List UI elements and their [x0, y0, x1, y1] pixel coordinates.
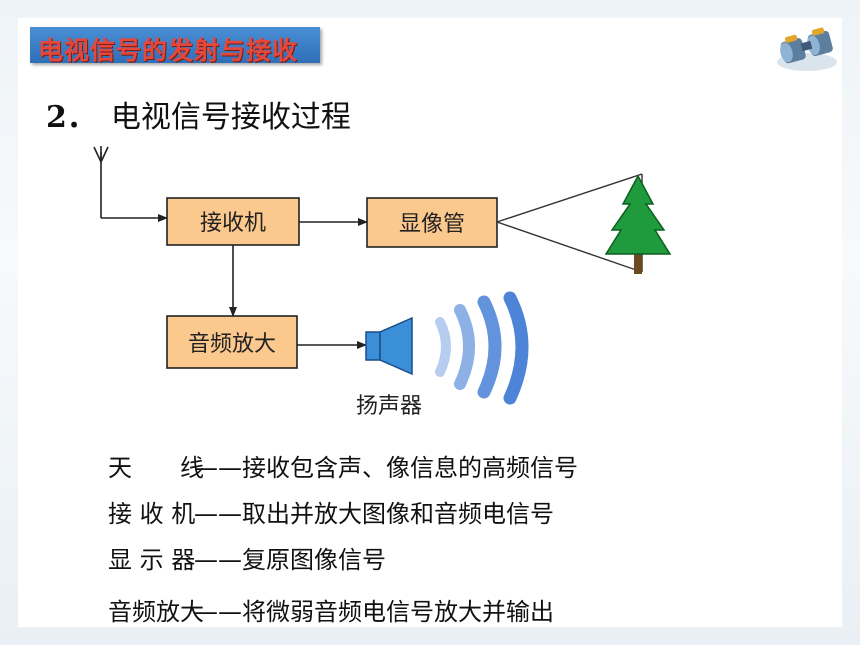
picture-tube-box [366, 197, 498, 248]
slide-background [18, 18, 842, 627]
description-display: 显 示 器——复原图像信号 [108, 540, 386, 575]
sound-wave-icon [435, 291, 529, 405]
description-audio-amp: 音频放大——将微弱音频电信号放大并输出 [108, 592, 554, 627]
speaker-icon [365, 316, 413, 376]
description-receiver: 接 收 机——取出并放大图像和音频电信号 [108, 494, 554, 529]
desc-term: 接 收 机 [108, 500, 196, 528]
title-banner: 电视信号的发射与接收 [30, 27, 320, 65]
receiver-label: 接收机 [200, 211, 266, 236]
speaker-label: 扬声器 [356, 394, 422, 419]
desc-dash: —— [194, 500, 242, 528]
desc-text: 接收包含声、像信息的高频信号 [242, 454, 578, 482]
desc-text: 将微弱音频电信号放大并输出 [242, 598, 554, 626]
description-antenna: 天 线——接收包含声、像信息的高频信号 [108, 448, 578, 483]
desc-term: 天 线 [108, 454, 204, 482]
heading-title: 电视信号接收过程 [110, 100, 351, 135]
heading-number: 2． [46, 100, 97, 135]
picture-tube-label: 显像管 [399, 212, 465, 237]
desc-dash: —— [194, 454, 242, 482]
desc-text: 复原图像信号 [242, 546, 386, 574]
audio-amp-box [166, 315, 298, 369]
audio-amp-label: 音频放大 [188, 332, 276, 357]
desc-dash: —— [194, 598, 242, 626]
desc-term: 音频放大 [108, 598, 204, 626]
antenna-icon [93, 146, 109, 218]
desc-text: 取出并放大图像和音频电信号 [242, 500, 554, 528]
receiver-box [166, 197, 300, 246]
tree-image [604, 174, 672, 274]
desc-term: 显 示 器 [108, 546, 196, 574]
desc-dash: —— [194, 546, 242, 574]
binoculars-icon [777, 27, 837, 71]
banner-title: 电视信号的发射与接收 [38, 36, 299, 65]
section-heading: 2． 电视信号接收过程 [46, 92, 351, 136]
